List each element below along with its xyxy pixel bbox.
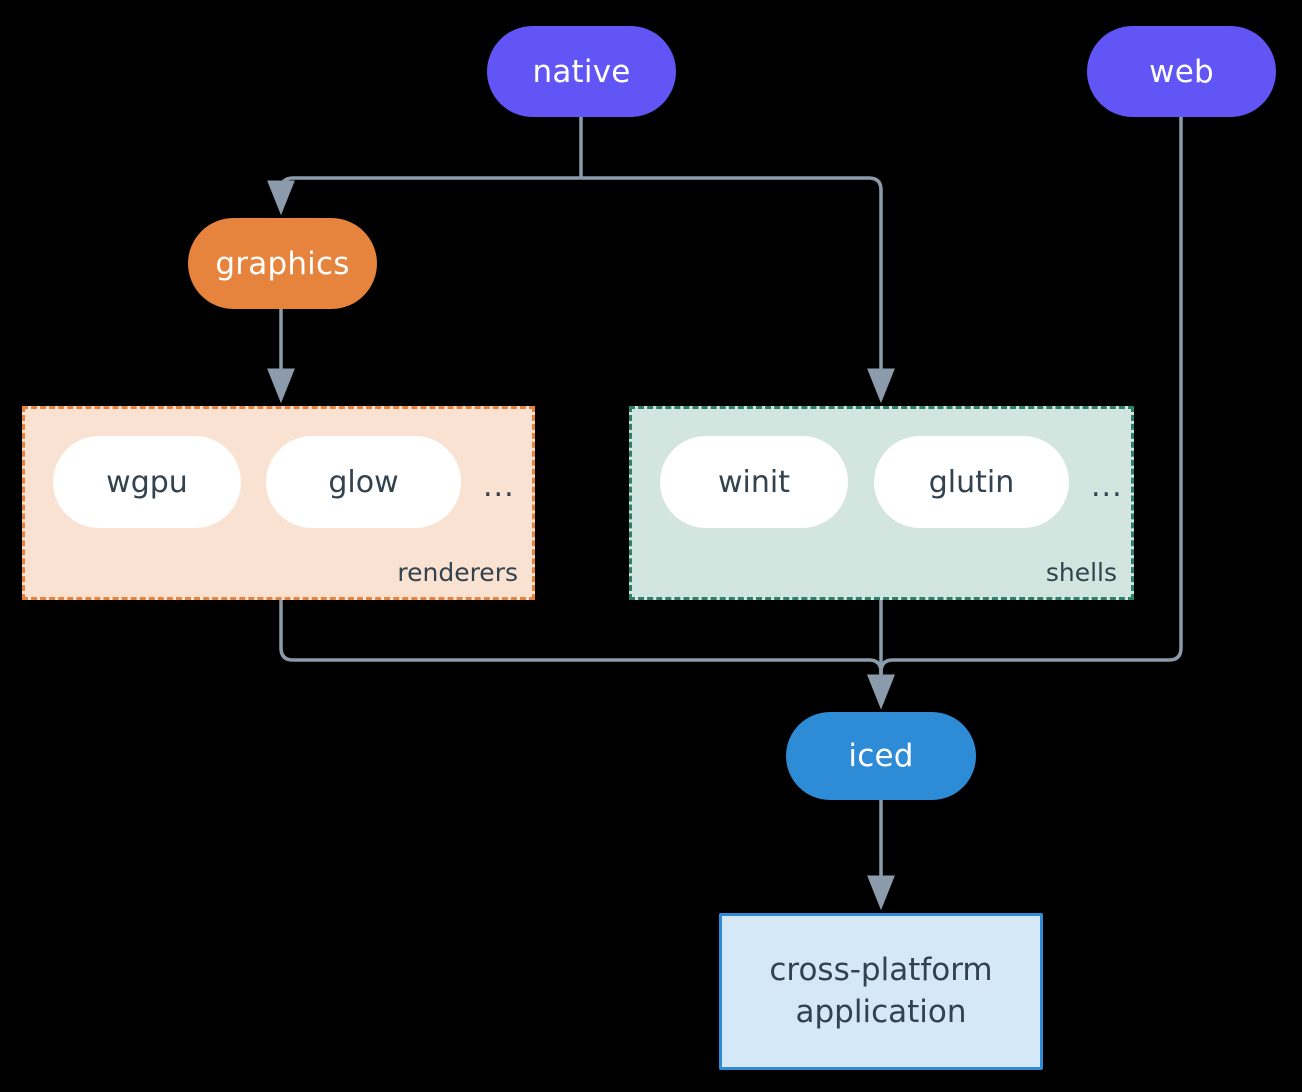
node-cross-platform-application[interactable]: cross-platform application	[719, 913, 1043, 1070]
shells-overflow-ellipsis: ...	[1091, 469, 1123, 504]
cluster-shells: winit glutin ... shells	[629, 406, 1134, 600]
node-native[interactable]: native	[487, 26, 676, 117]
node-graphics-label: graphics	[215, 245, 350, 282]
node-winit-label: winit	[718, 464, 790, 500]
node-glow[interactable]: glow	[266, 436, 461, 528]
node-wgpu[interactable]: wgpu	[53, 436, 241, 528]
edge-native-to-shells	[581, 176, 895, 404]
renderers-overflow-ellipsis: ...	[483, 469, 515, 504]
node-web-label: web	[1149, 53, 1214, 90]
cluster-renderers: wgpu glow ... renderers	[22, 406, 535, 600]
node-iced[interactable]: iced	[786, 712, 976, 800]
node-glutin-label: glutin	[928, 464, 1015, 500]
node-winit[interactable]: winit	[660, 436, 848, 528]
node-glow-label: glow	[328, 464, 399, 500]
cluster-renderers-label: renderers	[397, 558, 518, 587]
node-native-label: native	[532, 53, 631, 90]
node-iced-label: iced	[848, 738, 914, 774]
application-label-line-1: cross-platform	[769, 951, 993, 988]
edge-native-to-graphics	[267, 176, 581, 216]
node-glutin[interactable]: glutin	[874, 436, 1069, 528]
node-wgpu-label: wgpu	[106, 464, 188, 500]
application-label-line-2: application	[795, 993, 967, 1030]
node-graphics[interactable]: graphics	[188, 218, 377, 309]
cluster-shells-label: shells	[1045, 558, 1117, 587]
node-web[interactable]: web	[1087, 26, 1276, 117]
edge-renderers-to-iced	[279, 600, 895, 710]
